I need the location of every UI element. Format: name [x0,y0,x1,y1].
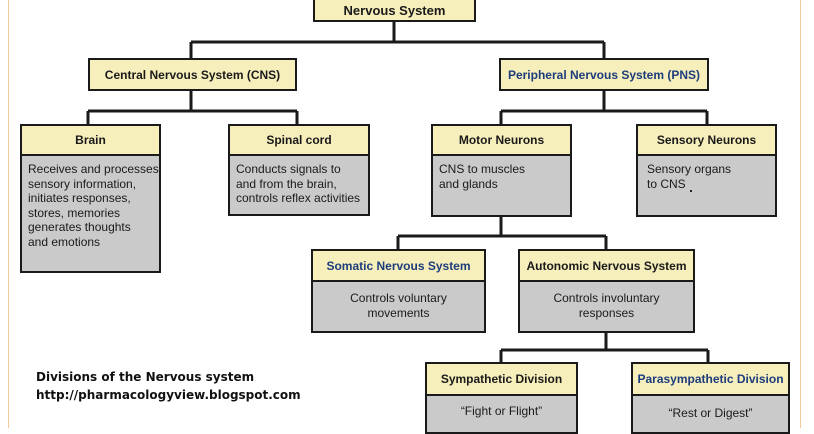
brain-line-3: initiates responses, [28,191,131,205]
diagram-caption: Divisions of the Nervous system http://p… [36,368,301,404]
node-sympathetic-description: “Fight or Flight” [425,396,578,434]
spinal-cord-line-3: controls reflex activities [236,191,361,205]
brain-line-6: and emotions [28,234,101,249]
node-parasympathetic-description: “Rest or Digest” [631,396,790,434]
node-cns: Central Nervous System (CNS) [88,58,297,91]
node-somatic-title: Somatic Nervous System [311,249,486,282]
node-parasympathetic: Parasympathetic Division “Rest or Digest… [631,362,790,434]
node-somatic: Somatic Nervous System Controls voluntar… [311,249,486,333]
sympathetic-line-1: “Fight or Flight” [460,404,543,418]
spinal-cord-line-2: and from the brain, [236,176,337,191]
node-pns-title: Peripheral Nervous System (PNS) [499,58,709,91]
somatic-line-1: Controls voluntary [350,291,447,305]
node-spinal-cord: Spinal cord Conducts signals to and from… [228,124,370,216]
brain-line-2: sensory information, [28,176,137,191]
sensory-neurons-line-1: Sensory organs [647,162,732,176]
node-brain: Brain Receives and processes sensory inf… [20,124,161,273]
caption-title: Divisions of the Nervous system [36,370,255,384]
page-frame-right [800,0,801,428]
node-motor-neurons: Motor Neurons CNS to muscles and glands [431,124,572,217]
node-pns: Peripheral Nervous System (PNS) [499,58,709,91]
node-brain-description: Receives and processes sensory informati… [20,156,161,273]
node-nervous-system-title: Nervous System [313,0,476,22]
brain-line-5: generates thoughts [28,220,131,234]
autonomic-line-2: responses [578,305,635,320]
stray-dot [690,190,692,192]
node-autonomic-description: Controls involuntary responses [518,282,695,333]
node-motor-neurons-description: CNS to muscles and glands [431,156,572,217]
node-autonomic: Autonomic Nervous System Controls involu… [518,249,695,333]
page-frame-left [8,0,9,428]
brain-line-4: stores, memories [28,205,121,220]
motor-neurons-line-2: and glands [439,176,498,191]
node-sensory-neurons: Sensory Neurons Sensory organs to CNS [636,124,777,217]
brain-line-1: Receives and processes [28,162,159,176]
node-sympathetic: Sympathetic Division “Fight or Flight” [425,362,578,434]
caption-url: http://pharmacologyview.blogspot.com [36,388,301,402]
motor-neurons-line-1: CNS to muscles [439,162,526,176]
autonomic-line-1: Controls involuntary [553,291,660,305]
sensory-neurons-line-2: to CNS [647,176,686,191]
node-motor-neurons-title: Motor Neurons [431,124,572,156]
node-autonomic-title: Autonomic Nervous System [518,249,695,282]
node-brain-title: Brain [20,124,161,156]
somatic-line-2: movements [367,305,430,320]
node-sensory-neurons-title: Sensory Neurons [636,124,777,156]
node-spinal-cord-title: Spinal cord [228,124,370,156]
node-sensory-neurons-description: Sensory organs to CNS [636,156,777,217]
parasympathetic-line-1: “Rest or Digest” [668,406,753,420]
node-nervous-system: Nervous System [313,0,476,22]
node-somatic-description: Controls voluntary movements [311,282,486,333]
node-sympathetic-title: Sympathetic Division [425,362,578,396]
node-parasympathetic-title: Parasympathetic Division [631,362,790,396]
node-spinal-cord-description: Conducts signals to and from the brain, … [228,156,370,216]
spinal-cord-line-1: Conducts signals to [236,162,341,176]
node-cns-title: Central Nervous System (CNS) [88,58,297,91]
